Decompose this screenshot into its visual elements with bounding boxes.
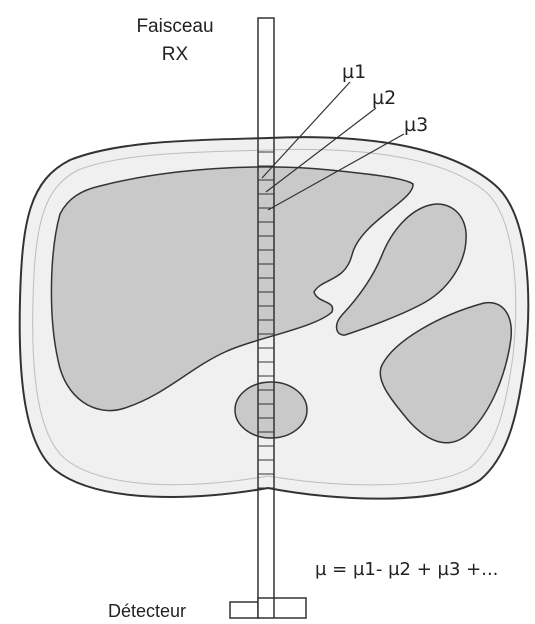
beam-label-line2: RX [162, 44, 189, 65]
beam-voxel-segments [258, 137, 274, 489]
mu2-label: µ2 [372, 87, 396, 109]
mu3-leader-line [267, 133, 405, 211]
mu2-leader-line [265, 107, 377, 193]
detector-left-box [229, 601, 259, 619]
beam-label-line1: Faisceau [136, 16, 213, 37]
upper-right-organ [335, 203, 467, 336]
body-inner-outline [32, 148, 517, 486]
mu1-label: µ1 [342, 61, 366, 83]
detector-right-box [257, 597, 307, 619]
liver-organ [50, 166, 414, 412]
attenuation-formula: µ = µ1- µ2 + µ3 +... [315, 559, 498, 580]
mu1-leader-line [261, 81, 351, 179]
vertebra-organ [234, 381, 308, 439]
mu3-label: µ3 [404, 114, 428, 136]
detector-label: Détecteur [108, 601, 186, 621]
lower-right-organ [379, 302, 512, 444]
